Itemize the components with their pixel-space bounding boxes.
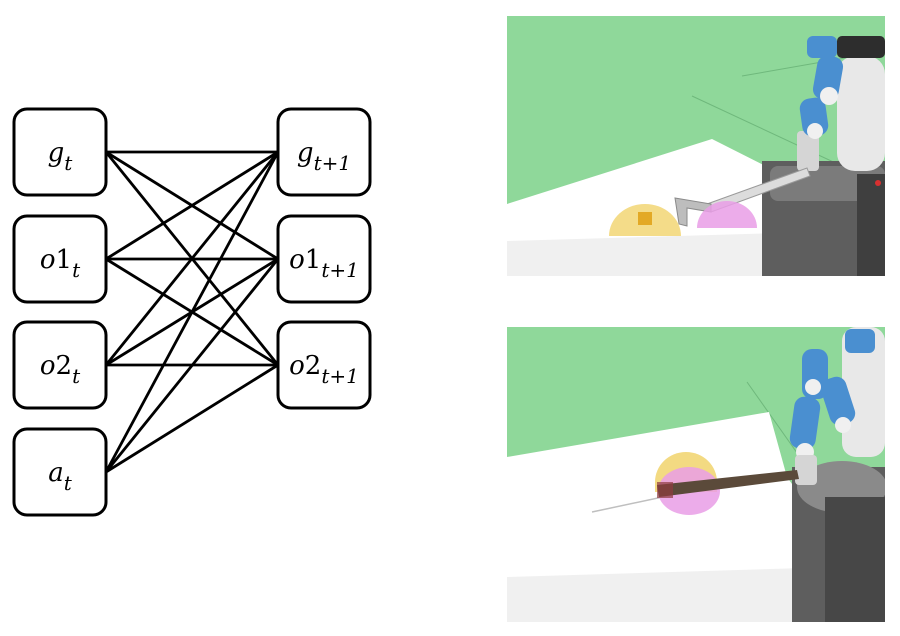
status-light: [875, 180, 881, 186]
node-box: [12, 107, 108, 197]
table-shade: [507, 567, 837, 622]
node-label: o2t+1: [289, 351, 359, 388]
node-box: [12, 427, 108, 517]
node-box: [12, 214, 108, 304]
node-box: [12, 320, 108, 410]
next-state-nodes: gt+1 o1t+1 o2t+1: [276, 107, 372, 410]
causal-graph: gt o1t o2t at gt+1 o1t+1 o2t+1: [12, 107, 372, 517]
graph-edge: [104, 258, 280, 473]
tool-tip: [657, 482, 673, 498]
target-cube: [638, 212, 652, 225]
graph-edge: [105, 363, 279, 474]
next-node: o1t+1: [276, 214, 372, 304]
robot-arm: [789, 327, 885, 485]
object-marker: [697, 201, 757, 228]
node-label: o2t: [40, 351, 81, 388]
robot-base: [792, 461, 885, 622]
graph-edge: [104, 151, 280, 366]
graph-edge: [104, 151, 280, 473]
node-label: o1t: [40, 245, 81, 282]
current-node: at: [12, 427, 108, 517]
graph-edges: [104, 150, 280, 474]
tool-hook: [674, 197, 712, 227]
node-box: [276, 320, 372, 410]
robot-scene-bottom: [507, 327, 885, 622]
tool-handle: [657, 470, 799, 497]
next-node: o2t+1: [276, 320, 372, 410]
robot-arm: [797, 36, 885, 171]
next-node: gt+1: [276, 107, 372, 197]
node-box: [276, 214, 372, 304]
robot-scene-top: [507, 16, 885, 276]
current-node: o2t: [12, 320, 108, 410]
node-label: gt: [48, 138, 74, 175]
current-state-nodes: gt o1t o2t at: [12, 107, 108, 517]
node-label: at: [48, 458, 73, 495]
node-box: [276, 107, 372, 197]
node-label: gt+1: [297, 138, 351, 175]
current-node: o1t: [12, 214, 108, 304]
node-label: o1t+1: [289, 245, 359, 282]
current-node: gt: [12, 107, 108, 197]
graph-edge: [105, 150, 279, 261]
